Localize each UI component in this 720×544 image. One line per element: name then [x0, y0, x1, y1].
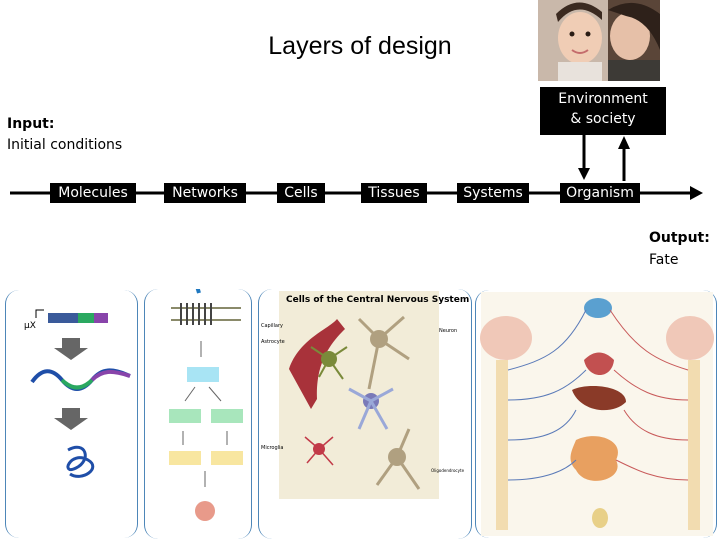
environment-line-1: Environment	[558, 91, 648, 107]
stage-molecules: Molecules	[50, 183, 136, 203]
liver-icon	[572, 386, 626, 411]
output-text: Fate	[649, 252, 679, 268]
network-node-yellow	[169, 451, 201, 465]
output-heading: Output:	[649, 230, 710, 246]
heart-icon	[584, 352, 614, 375]
arrow-up-head	[618, 136, 630, 149]
brain-left-icon	[480, 316, 532, 360]
network-node-yellow	[211, 451, 243, 465]
cell-output-icon	[195, 501, 215, 521]
spinal-cord-right	[688, 360, 700, 530]
networks-panel	[144, 278, 252, 539]
input-label: Input: Initial conditions	[7, 114, 122, 156]
environment-box: Environment & society	[540, 87, 666, 135]
intestines-icon	[570, 436, 618, 481]
stage-systems: Systems	[457, 183, 529, 203]
network-node-green	[169, 409, 201, 423]
input-heading: Input:	[7, 116, 55, 132]
folded-protein-icon	[66, 445, 95, 478]
down-arrow-icon	[54, 338, 88, 360]
cns-label-capillary: Capillary	[261, 323, 283, 329]
cells-panel: Cells of the Central Nervous System Capi…	[258, 289, 472, 539]
gene-segment-1	[48, 313, 78, 323]
network-node-cyan	[187, 367, 219, 382]
systems-panel	[475, 290, 717, 538]
sympathetic-nerves	[507, 309, 587, 481]
cns-label-microglia: Microglia	[261, 445, 283, 451]
network-node-green	[211, 409, 243, 423]
eye-icon	[584, 298, 612, 318]
brain-right-icon	[666, 316, 714, 360]
stage-tissues: Tissues	[361, 183, 427, 203]
input-text: Initial conditions	[7, 137, 123, 153]
output-label: Output: Fate	[649, 227, 710, 271]
cns-label-oligodendrocyte: Oligodendrocyte	[431, 468, 465, 473]
stage-organism: Organism	[560, 183, 640, 203]
stage-cells: Cells	[277, 183, 325, 203]
mother-baby-photo	[538, 0, 660, 81]
down-arrow-icon	[54, 408, 88, 430]
flow-arrows	[10, 134, 703, 200]
cns-caption: Cells of the Central Nervous System	[286, 295, 469, 305]
environment-line-2: & society	[570, 111, 636, 127]
cns-label-astrocyte: Astrocyte	[261, 339, 285, 345]
flow-arrowhead	[690, 186, 703, 200]
spinal-cord-left	[496, 360, 508, 530]
receptor-icon	[180, 303, 212, 325]
stage-networks: Networks	[164, 183, 246, 203]
arrow-down-head	[578, 168, 590, 180]
parasympathetic-nerves	[609, 309, 689, 481]
page-title: Layers of design	[268, 32, 452, 60]
promoter-icon	[35, 309, 44, 318]
capillary-icon	[289, 319, 345, 409]
gene-segment-2	[78, 313, 94, 323]
bladder-icon	[592, 508, 608, 528]
molecule-label: μX	[24, 321, 36, 331]
cns-label-neuron: Neuron	[439, 328, 457, 334]
ligand-icon	[193, 278, 201, 294]
gene-segment-3	[94, 313, 108, 323]
molecules-panel: μX	[5, 290, 138, 538]
